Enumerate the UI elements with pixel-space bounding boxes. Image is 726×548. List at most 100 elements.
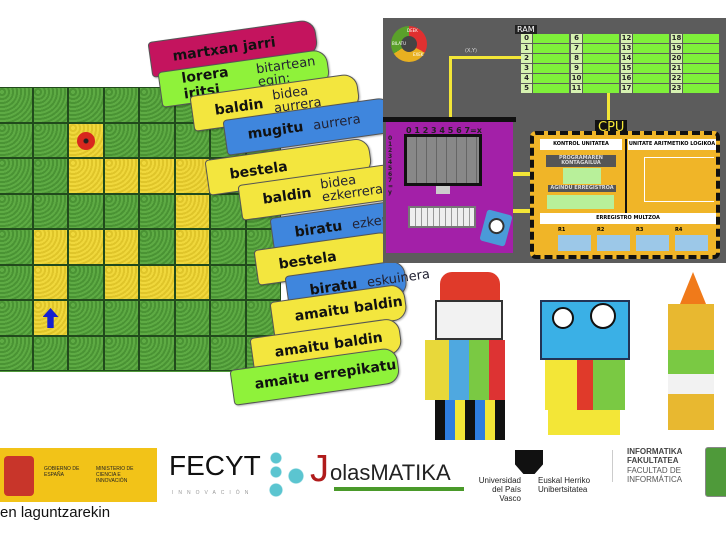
ram-address: 21	[671, 64, 682, 73]
ram-address: 15	[621, 64, 632, 73]
board-cell	[32, 300, 68, 336]
faculty-es: FACULTAD DE INFORMÁTICA	[627, 466, 683, 484]
register-box	[636, 235, 669, 251]
ram-cell	[633, 74, 669, 83]
fecyt-sub: INNOVACIÓN	[172, 490, 254, 496]
ehu-text: Euskal Herriko Unibertsitatea	[538, 476, 591, 494]
y-axis-label: 0 1 2 3 4 5 6 7=y	[388, 135, 394, 196]
register-file: ERREGISTRO MULTZOA	[540, 213, 716, 224]
ram-address: 7	[571, 44, 582, 53]
ram-cell	[633, 34, 669, 43]
board-cell	[32, 158, 68, 194]
board-cell	[103, 87, 139, 123]
instruction-register: AGINDU ERREGISTROA	[548, 185, 616, 192]
hard-disk-icon	[479, 209, 513, 247]
ram-address: 14	[621, 54, 632, 63]
board-cell	[174, 193, 210, 229]
ram-address: 11	[571, 84, 582, 93]
gobierno-logo: GOBIERNO DE ESPAÑA MINISTERIO DE CIENCIA…	[0, 448, 157, 502]
thumbnail	[705, 447, 726, 497]
ram-cell	[633, 64, 669, 73]
board-cell	[68, 193, 104, 229]
board-cell	[0, 264, 33, 300]
cycle-wheel: DEEK EXEK BILATU	[391, 26, 427, 62]
board-cell	[103, 264, 139, 300]
ram-address: 4	[521, 74, 532, 83]
ram-address: 12	[621, 34, 632, 43]
board-cell	[174, 335, 210, 371]
board-cell	[103, 300, 139, 336]
ram-cell	[583, 54, 619, 63]
ram-cell	[583, 74, 619, 83]
ram-cell	[633, 44, 669, 53]
ram-address: 1	[521, 44, 532, 53]
board-cell	[68, 158, 104, 194]
ram-address: 5	[521, 84, 532, 93]
ram-cell	[683, 44, 719, 53]
ram-address: 23	[671, 84, 682, 93]
io-panel: 0 1 2 3 4 5 6 7=x 0 1 2 3 4 5 6 7=y	[386, 122, 513, 253]
board-cell	[0, 335, 33, 371]
ram-address: 3	[521, 64, 532, 73]
register-box	[597, 235, 630, 251]
ram-cell	[533, 64, 569, 73]
board-cell	[139, 122, 175, 158]
faculty-eu: INFORMATIKA FAKULTATEA	[627, 447, 683, 465]
board-cell	[139, 335, 175, 371]
board-cell	[103, 158, 139, 194]
register-box	[675, 235, 708, 251]
upv-emblem	[515, 450, 543, 474]
ram-address: 2	[521, 54, 532, 63]
ram-address: 10	[571, 74, 582, 83]
ram-cell	[683, 64, 719, 73]
board-cell	[32, 335, 68, 371]
ram-address: 8	[571, 54, 582, 63]
register-label: R1	[558, 227, 566, 233]
ram-address: 20	[671, 54, 682, 63]
ram-address: 17	[621, 84, 632, 93]
board-cell	[210, 264, 246, 300]
board-cell	[68, 335, 104, 371]
ram-cell	[683, 84, 719, 93]
board-cell	[68, 87, 104, 123]
board-cell	[139, 300, 175, 336]
ram-cell	[583, 34, 619, 43]
board-cell	[103, 193, 139, 229]
board-cell	[210, 229, 246, 265]
program-counter: PROGRAMAREN KONTAGAILUA	[546, 155, 616, 167]
board-cell	[32, 229, 68, 265]
board-cell	[68, 264, 104, 300]
register-label: R3	[636, 227, 644, 233]
block-command: biratu	[293, 218, 344, 241]
ram-cell	[533, 84, 569, 93]
ram-address: 22	[671, 74, 682, 83]
keyboard-icon	[408, 206, 476, 228]
cpu-chip: KONTROL UNITATEA UNITATE ARITMETIKO LOGI…	[530, 131, 720, 259]
register-label: R4	[675, 227, 683, 233]
board-cell	[32, 264, 68, 300]
board-cell	[0, 122, 33, 158]
board-cell	[174, 264, 210, 300]
block-command: baldin	[261, 185, 313, 208]
ram-address: 0	[521, 34, 532, 43]
ram-cell	[533, 54, 569, 63]
ram-address: 9	[571, 64, 582, 73]
ram-address: 18	[671, 34, 682, 43]
cycle-label: EXEK	[413, 52, 424, 57]
ram-address: 13	[621, 44, 632, 53]
board-cell	[68, 122, 104, 158]
ram-cell	[583, 64, 619, 73]
jolasmatika-j: J	[310, 448, 329, 490]
alu-unit: UNITATE ARITMETIKO LOGIKOA	[628, 139, 716, 150]
board-cell	[32, 122, 68, 158]
register-label: R2	[597, 227, 605, 233]
xy-label: (X,Y)	[465, 48, 477, 54]
board-cell	[0, 229, 33, 265]
board-cell	[103, 229, 139, 265]
logic-gates	[644, 157, 714, 202]
ram-cell	[533, 74, 569, 83]
flower-icon	[77, 131, 95, 150]
board-cell	[210, 335, 246, 371]
ram-cell	[633, 84, 669, 93]
board-cell	[174, 122, 210, 158]
